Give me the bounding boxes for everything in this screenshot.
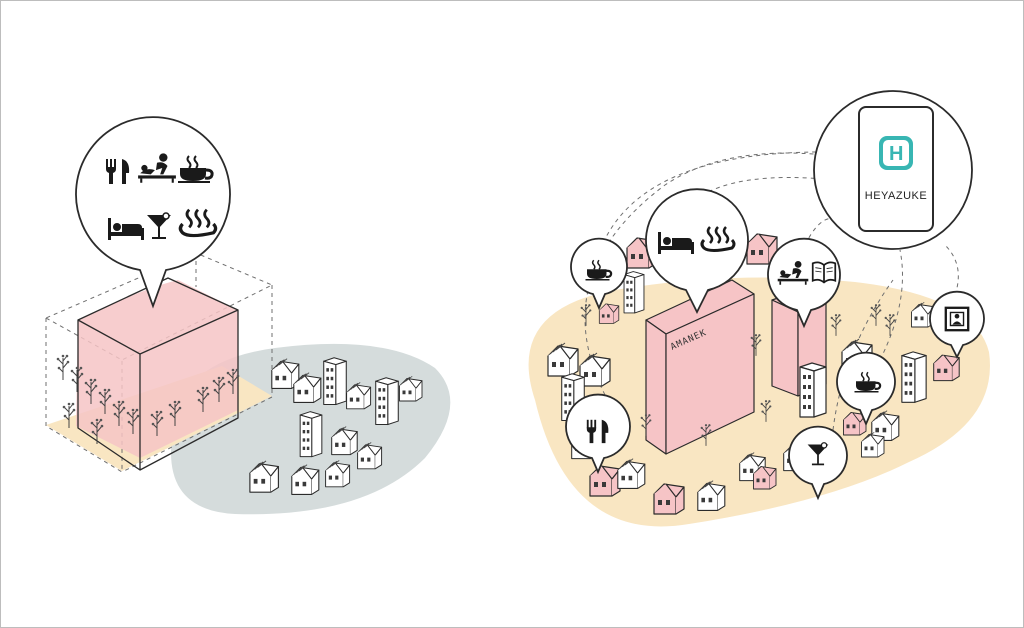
right-scene: AMANEK xyxy=(528,90,990,527)
bubble-coffee-left xyxy=(570,237,628,311)
app-card-bubble: H HEYAZUKE xyxy=(813,90,973,250)
left-amenities-bubble xyxy=(75,116,231,309)
app-logo-letter: H xyxy=(889,143,904,165)
bubble-coffee-right xyxy=(836,351,896,427)
bubble-hotel xyxy=(645,188,749,315)
app-card-label: HEYAZUKE xyxy=(865,190,927,202)
bubble-restaurant xyxy=(565,393,631,475)
pink-hotel-volume xyxy=(76,280,238,458)
bubble-massage-books xyxy=(767,237,841,329)
left-scene xyxy=(44,116,451,515)
bubble-frame xyxy=(929,290,985,360)
heyazuke-logo-icon: H xyxy=(879,136,913,170)
bubble-bar xyxy=(788,425,848,501)
